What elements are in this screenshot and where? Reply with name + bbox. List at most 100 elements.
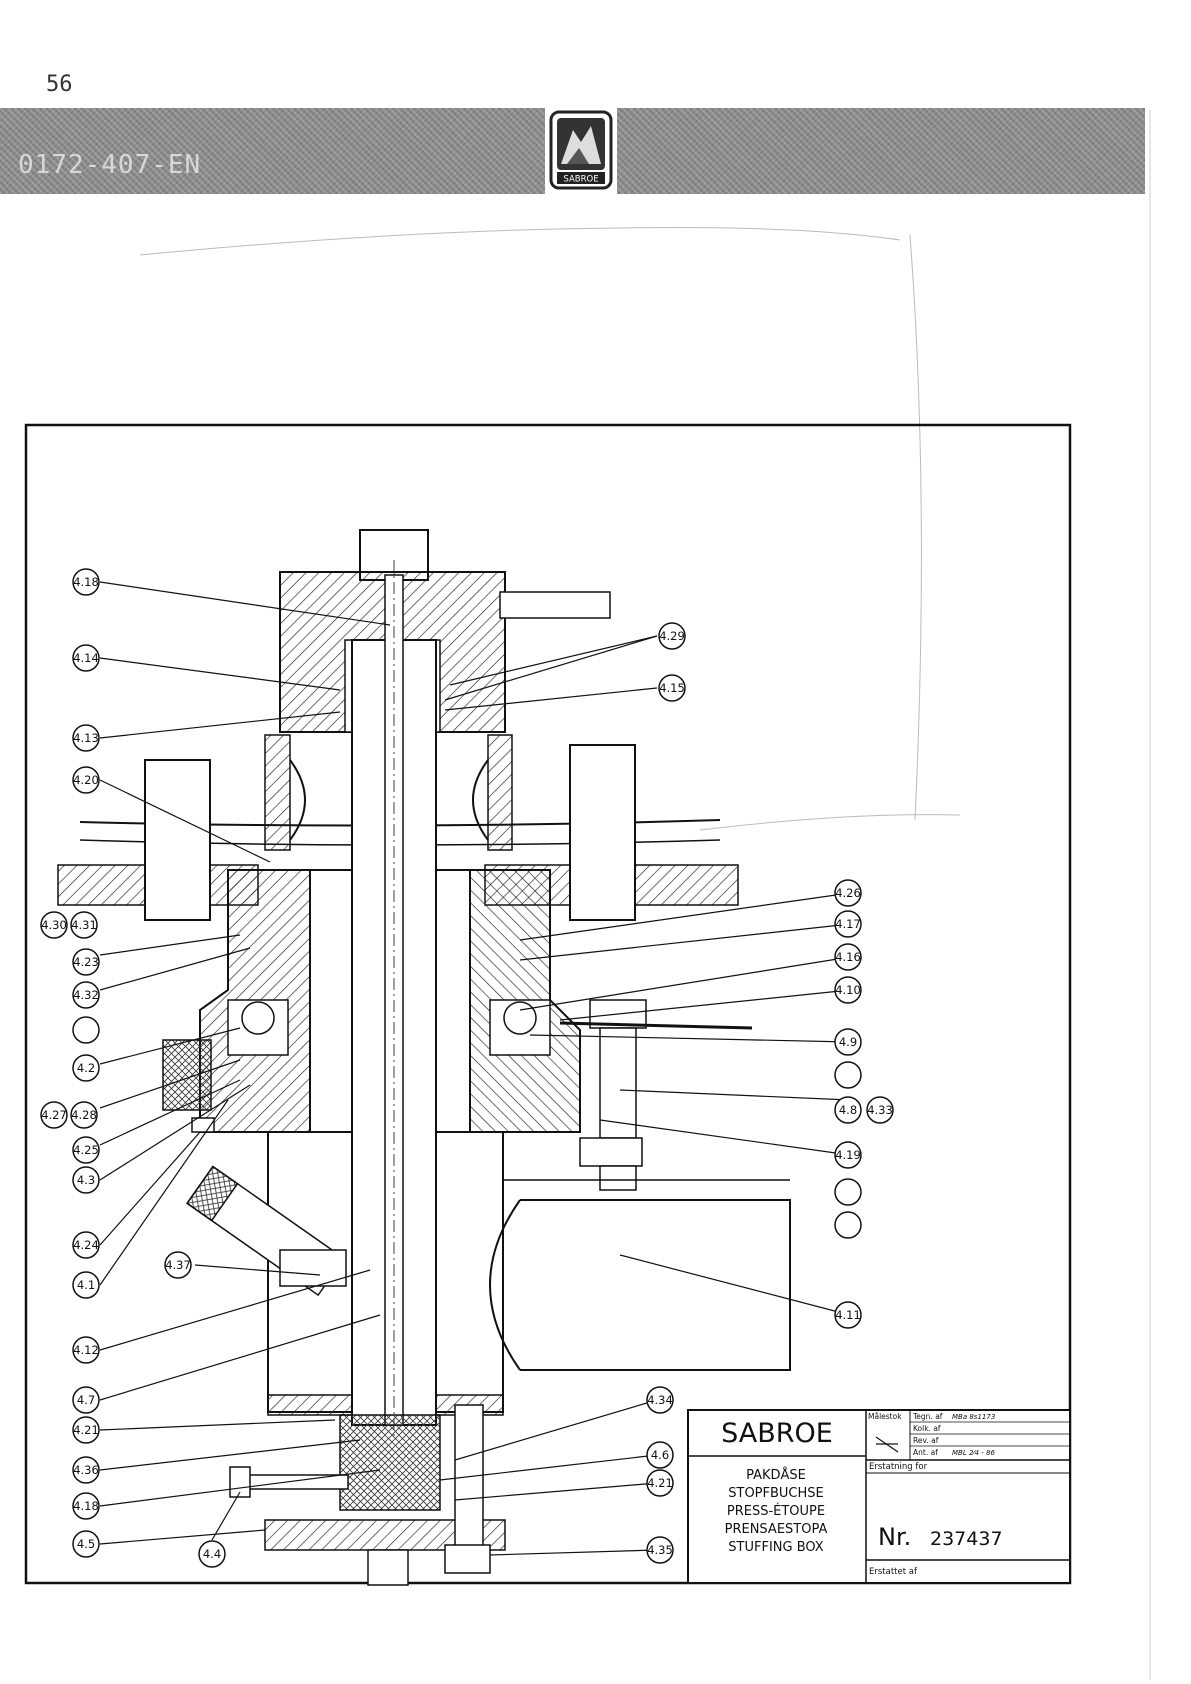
callout-circle xyxy=(834,1301,862,1329)
callout-circle xyxy=(72,1492,100,1520)
callout-circle xyxy=(646,1469,674,1497)
callout-circle xyxy=(70,1101,98,1129)
callout-circle xyxy=(72,981,100,1009)
scan-artifact-lines xyxy=(139,110,1151,1680)
title-block-company: SABROE xyxy=(721,1418,833,1449)
callout-4-14: 4.14 xyxy=(73,651,99,665)
callout-circle xyxy=(72,766,100,794)
callout-4-7: 4.7 xyxy=(77,1393,95,1407)
callout-4-21-right: 4.21 xyxy=(647,1476,673,1490)
callout-4-35: 4.35 xyxy=(647,1543,673,1557)
bolt-right xyxy=(559,999,753,1191)
sabroe-logo-icon: SABROE xyxy=(549,110,613,190)
callout-4-20: 4.20 xyxy=(73,773,99,787)
shaft xyxy=(351,560,437,1440)
callout-circle xyxy=(72,1231,100,1259)
callout-4-32: 4.32 xyxy=(73,988,99,1002)
callout-circle xyxy=(834,1096,862,1124)
callout-circle xyxy=(198,1540,226,1568)
callout-4-34: 4.34 xyxy=(647,1393,673,1407)
callout-circle xyxy=(834,943,862,971)
callout-4-3: 4.3 xyxy=(77,1173,95,1187)
callout-4-9: 4.9 xyxy=(839,1035,857,1049)
callout-4-21-left: 4.21 xyxy=(73,1423,99,1437)
callout-4-26: 4.26 xyxy=(835,886,861,900)
callout-circle xyxy=(72,1336,100,1364)
callout-4-24: 4.24 xyxy=(73,1238,99,1252)
callout-4-17: 4.17 xyxy=(835,917,861,931)
callout-circle xyxy=(72,1166,100,1194)
callout-4-33: 4.33 xyxy=(867,1103,893,1117)
callout-4-30: 4.30 xyxy=(41,918,67,932)
callout-4-11: 4.11 xyxy=(835,1308,861,1322)
title-block-replacement-label: Erstatning for xyxy=(869,1462,928,1472)
callout-4-16: 4.16 xyxy=(835,950,861,964)
callout-circle xyxy=(72,1456,100,1484)
drawing-frame xyxy=(24,423,1072,1585)
title-block-row-rev: Rev. af xyxy=(913,1436,939,1445)
callout-4-5: 4.5 xyxy=(77,1537,95,1551)
callout-circle xyxy=(646,1386,674,1414)
title-block-number-label: Nr. xyxy=(878,1523,911,1551)
title-block-replaced-label: Erstattet af xyxy=(869,1567,918,1577)
callout-circle xyxy=(72,948,100,976)
title-block-row-ant: Ant. af xyxy=(913,1448,938,1457)
bottom-assembly xyxy=(229,1404,506,1586)
support-plate-left xyxy=(144,759,211,921)
callout-circle xyxy=(40,1101,68,1129)
title-block-scale-label: Målestok xyxy=(868,1412,902,1421)
logo-text: SABROE xyxy=(563,175,598,185)
callout-4-31: 4.31 xyxy=(71,918,97,932)
callout-circle xyxy=(72,1136,100,1164)
title-block-row-tegn: Tegn. af xyxy=(912,1412,943,1421)
callout-4-19: 4.19 xyxy=(835,1148,861,1162)
sabroe-logo: SABROE xyxy=(545,108,617,194)
document-code: 0172-407-EN xyxy=(18,150,202,180)
callout-circle xyxy=(658,674,686,702)
callout-4-23: 4.23 xyxy=(73,955,99,969)
callout-4-37: 4.37 xyxy=(165,1258,191,1272)
callout-circle xyxy=(72,1530,100,1558)
callout-circle xyxy=(834,1141,862,1169)
callout-circle xyxy=(866,1096,894,1124)
callout-4-18-bottom: 4.18 xyxy=(73,1499,99,1513)
callout-4-4: 4.4 xyxy=(203,1547,221,1561)
page-number: 56 xyxy=(46,72,73,97)
callout-4-36: 4.36 xyxy=(73,1463,99,1477)
callout-circle xyxy=(70,911,98,939)
callout-circle-empty xyxy=(834,1178,862,1206)
title-block-tegn-value: MBa 8s1173 xyxy=(952,1413,995,1421)
lower-body xyxy=(267,1131,791,1416)
title-block: SABROE PAKDÅSE STOPFBUCHSE PRESS-ÉTOUPE … xyxy=(687,1409,1071,1584)
top-cap xyxy=(279,529,611,733)
callout-circle-empty xyxy=(834,1211,862,1239)
callout-circle xyxy=(72,1416,100,1444)
callout-4-25: 4.25 xyxy=(73,1143,99,1157)
callout-circle xyxy=(164,1251,192,1279)
callout-4-1: 4.1 xyxy=(77,1278,95,1292)
title-block-name-en: STUFFING BOX xyxy=(728,1540,824,1555)
callout-4-13: 4.13 xyxy=(73,731,99,745)
callout-circle-empty xyxy=(834,1061,862,1089)
title-block-number: 237437 xyxy=(930,1528,1003,1550)
title-block-name-es: PRENSAESTOPA xyxy=(725,1522,828,1537)
leader-lines xyxy=(99,581,851,1556)
title-block-name-fr: PRESS-ÉTOUPE xyxy=(727,1503,825,1519)
callout-circle xyxy=(834,1028,862,1056)
callout-circle xyxy=(646,1536,674,1564)
callout-4-6: 4.6 xyxy=(651,1448,669,1462)
callout-4-2: 4.2 xyxy=(77,1061,95,1075)
callout-4-18: 4.18 xyxy=(73,575,99,589)
callout-circle xyxy=(834,910,862,938)
callout-circle xyxy=(72,1386,100,1414)
callout-circle xyxy=(658,622,686,650)
callout-4-27: 4.27 xyxy=(41,1108,67,1122)
title-block-row-kolk: Kolk. af xyxy=(913,1424,941,1433)
main-housing xyxy=(162,869,581,1133)
callout-4-8: 4.8 xyxy=(839,1103,857,1117)
callout-circle xyxy=(72,1271,100,1299)
callout-circle xyxy=(72,724,100,752)
callout-4-15: 4.15 xyxy=(659,681,685,695)
callout-labels: 4.18 4.14 4.13 4.20 4.30 4.31 4.23 4.32 … xyxy=(40,568,894,1568)
callout-circle-empty xyxy=(72,1016,100,1044)
